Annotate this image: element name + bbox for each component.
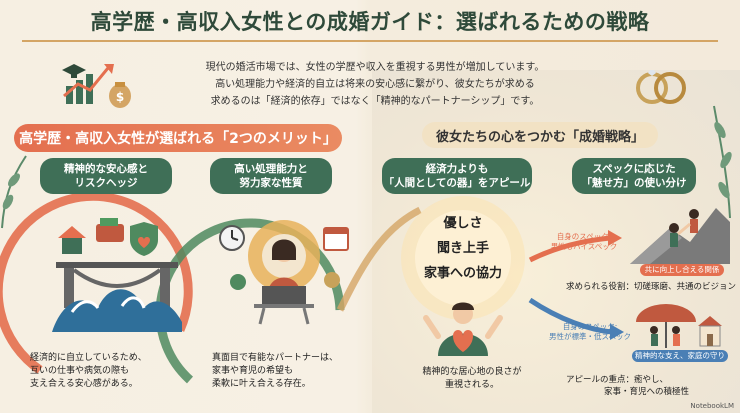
merit-heading-line: 努力家な性質 — [239, 177, 303, 189]
case-b-role-line: 家事・育児への積極性 — [604, 387, 690, 397]
strategy-heading-line: 「魅せ方」の使い分け — [581, 177, 687, 189]
family-umbrella-house-illustration — [636, 304, 722, 348]
case-b-role-line: アピールの重点：癒やし、 — [566, 375, 669, 385]
flow-arcs — [0, 191, 624, 384]
caption-line: 家事や育児の希望も — [212, 366, 294, 376]
case-b-role: アピールの重点：癒やし、 家事・育児への積極性 — [566, 374, 736, 398]
intro-line-1: 現代の婚活市場では、女性の学歴や収入を重視する男性が増加しています。 — [205, 62, 545, 73]
appeal-word-housework: 家事への協力 — [423, 266, 502, 281]
strategy-heading-character: 経済力よりも 「人間としての器」をアピール — [382, 158, 532, 194]
strategy-caption-character: 精神的な居心地の良さが 重視される。 — [402, 366, 542, 392]
merits-banner: 高学歴・高収入女性が選ばれる「2つのメリット」 — [14, 124, 342, 152]
strategy-heading-line: 経済力よりも — [425, 163, 489, 175]
intro-line-3: 求めるのは「経済的依存」ではなく「精神的なパートナーシップ」です。 — [210, 96, 540, 107]
merit-heading-line: 精神的な安心感と — [64, 163, 148, 175]
leaf-decoration-left — [1, 155, 27, 229]
wedding-rings-icon — [636, 70, 686, 104]
appeal-word-listener: 聞き上手 — [436, 241, 489, 256]
case-b-tag: 精神的な支え、家庭の守り — [632, 350, 728, 362]
strategy-heading-line: スペックに応じた — [592, 163, 676, 175]
caption-line: 経済的に自立しているため、 — [30, 353, 147, 363]
appeal-word-kindness: 優しさ — [443, 216, 483, 231]
merit-caption-capability: 真面目で有能なパートナーは、 家事や育児の希望も 柔軟に叶え合える存在。 — [212, 352, 362, 391]
caption-line: 互いの仕事や病気の際も — [30, 366, 130, 376]
strategy-heading-line: 「人間としての器」をアピール — [383, 177, 531, 189]
merit-heading-line: リスクヘッジ — [74, 177, 138, 189]
caption-line: 真面目で有能なパートナーは、 — [212, 353, 339, 363]
intro-line-2: 高い処理能力や経済的自立は将来の安心感に繋がり、彼女たちが求める — [215, 79, 535, 90]
capable-woman-laptop-illustration — [219, 220, 349, 325]
growth-chart-money-icon: $ — [62, 64, 131, 108]
case-a-label-line: 自身のスペック: — [556, 232, 612, 241]
case-a-label-line: 男性もハイスペック — [550, 242, 618, 251]
merit-caption-security: 経済的に自立しているため、 互いの仕事や病気の際も 支え合える安心感がある。 — [30, 352, 180, 391]
caption-line: 柔軟に叶え合える存在。 — [212, 379, 311, 389]
security-bridge-wave-illustration — [52, 218, 182, 332]
caption-line: 重視される。 — [444, 380, 499, 390]
case-a-role: 求められる役割：切磋琢磨、共通のビジョン — [566, 282, 737, 292]
notebooklm-watermark: NotebookLM — [690, 402, 734, 410]
case-b-label-line: 自身のスペック: — [562, 322, 618, 331]
sunburst-man-heart-illustration — [401, 196, 525, 356]
leaf-decoration-right — [713, 105, 732, 219]
strategy-banner: 彼女たちの心をつかむ「成婚戦略」 — [422, 122, 658, 148]
case-b-label-line: 男性が標準・低スペック — [549, 332, 631, 341]
merit-heading-line: 高い処理能力と — [234, 163, 308, 175]
case-a-tag: 共に向上し合える関係 — [640, 264, 724, 276]
merit-heading-capability: 高い処理能力と 努力家な性質 — [210, 158, 332, 194]
merit-heading-security: 精神的な安心感と リスクヘッジ — [40, 158, 172, 194]
svg-text:$: $ — [116, 90, 124, 104]
caption-line: 支え合える安心感がある。 — [30, 379, 138, 389]
strategy-heading-presentation: スペックに応じた 「魅せ方」の使い分け — [572, 158, 696, 194]
caption-line: 精神的な居心地の良さが — [422, 367, 522, 377]
title-divider — [22, 40, 718, 42]
case-b-label: 自身のスペック: 男性が標準・低スペック — [548, 322, 632, 342]
page-title: 高学歴・高収入女性との成婚ガイド：選ばれるための戦略 — [90, 10, 650, 34]
climbing-together-illustration — [630, 208, 730, 264]
case-a-label: 自身のスペック: 男性もハイスペック — [544, 232, 624, 252]
